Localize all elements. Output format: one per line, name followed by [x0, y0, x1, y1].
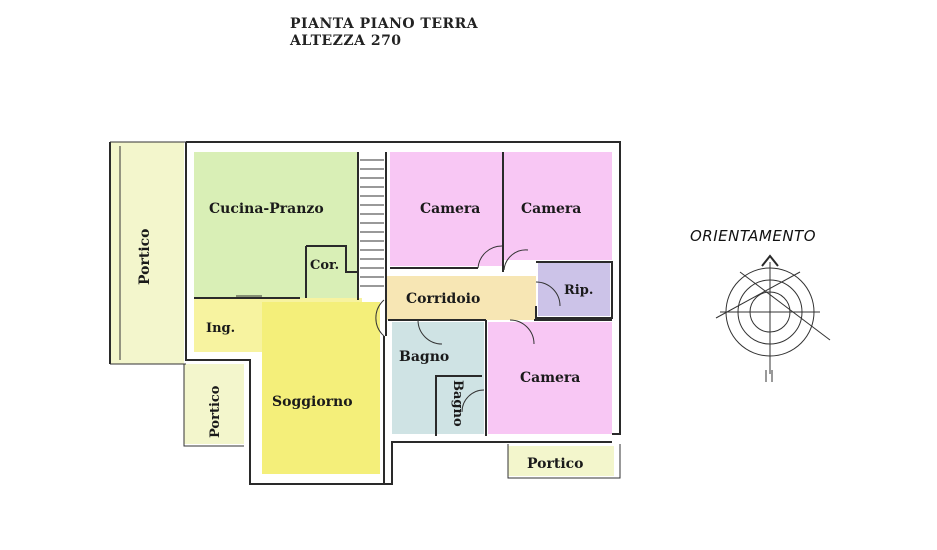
camera-2-area: [504, 152, 612, 260]
door-corridor-top-right: [503, 249, 529, 271]
portico-small-area: [184, 364, 244, 444]
room-fills: [110, 142, 614, 476]
door-corridor-top-left: [477, 245, 503, 269]
room-label-bagno-2: Bagno: [450, 380, 465, 427]
room-label-corridoio: Corridoio: [406, 291, 480, 307]
orientation-label: ORIENTAMENTO: [690, 227, 817, 245]
room-label-soggiorno: Soggiorno: [272, 394, 353, 410]
room-label-portico-2: Portico: [208, 385, 223, 438]
room-label-bagno-1: Bagno: [399, 349, 449, 365]
room-label-cor: Cor.: [310, 258, 339, 273]
door-bagno-2: [461, 389, 485, 413]
room-label-rip: Rip.: [564, 283, 593, 298]
wall-portico-small: [183, 364, 244, 447]
room-label-portico-3: Portico: [527, 456, 584, 472]
outer-wall-top: [186, 141, 621, 435]
plan-height: ALTEZZA 270: [290, 33, 402, 49]
door-camera-3: [509, 319, 535, 345]
cucina-area: [194, 152, 358, 298]
wall-cor: [306, 245, 358, 273]
staircase: [360, 159, 384, 287]
corridoio-area: [386, 276, 536, 320]
walls: [109, 141, 621, 485]
door-rip: [535, 281, 561, 307]
room-label-camera-2: Camera: [521, 201, 581, 217]
portico-left-area: [110, 142, 184, 364]
door-soggiorno: [375, 299, 385, 337]
portico-bottom-area: [508, 446, 614, 476]
rip-area: [538, 262, 610, 316]
room-labels: Cucina-Pranzo Cor. Camera Camera Rip. Co…: [137, 201, 593, 472]
room-label-portico-1: Portico: [137, 228, 153, 285]
soggiorno-area: [262, 302, 380, 474]
door-bagno-1: [417, 319, 443, 345]
compass-rose-icon: [715, 254, 831, 382]
wall-portico-bottom: [507, 444, 621, 479]
camera-3-area: [488, 322, 612, 434]
plan-title: PIANTA PIANO TERRA: [290, 16, 479, 32]
room-label-ing: Ing.: [206, 321, 235, 336]
outer-wall-lower-left: [185, 300, 612, 485]
camera-1-area: [390, 152, 502, 266]
room-label-camera-3: Camera: [520, 370, 580, 386]
wall-bagno-2: [435, 375, 482, 436]
room-label-cucina: Cucina-Pranzo: [209, 201, 324, 217]
doors: [236, 245, 561, 413]
wall-rip: [535, 261, 613, 319]
room-label-camera-1: Camera: [420, 201, 480, 217]
bagno-2-area: [436, 374, 482, 432]
